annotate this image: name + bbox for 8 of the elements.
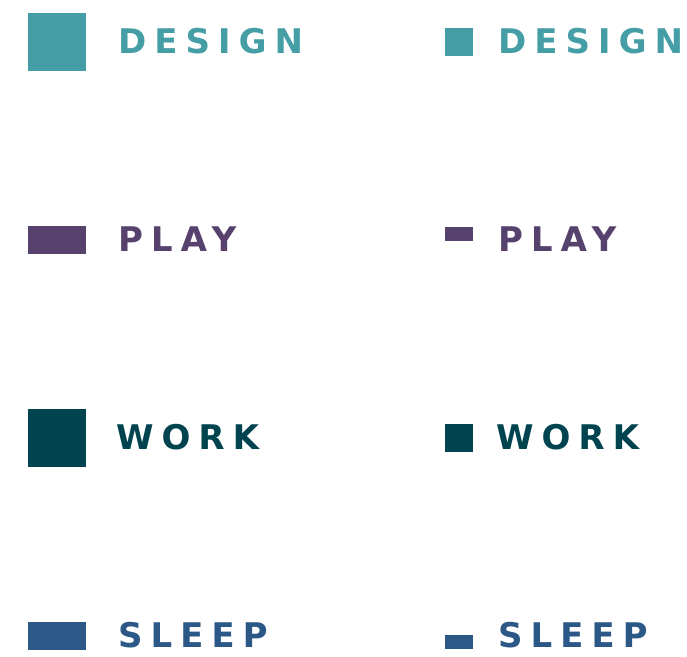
legend-label: WORK (496, 418, 647, 458)
legend-label: WORK (116, 418, 267, 458)
legend-label: DESIGN (498, 22, 687, 62)
legend-label: SLEEP (118, 616, 276, 656)
legend-label: PLAY (118, 220, 244, 260)
legend-label: DESIGN (118, 22, 311, 62)
legend-label: SLEEP (498, 616, 656, 656)
legend-label: PLAY (498, 220, 624, 260)
